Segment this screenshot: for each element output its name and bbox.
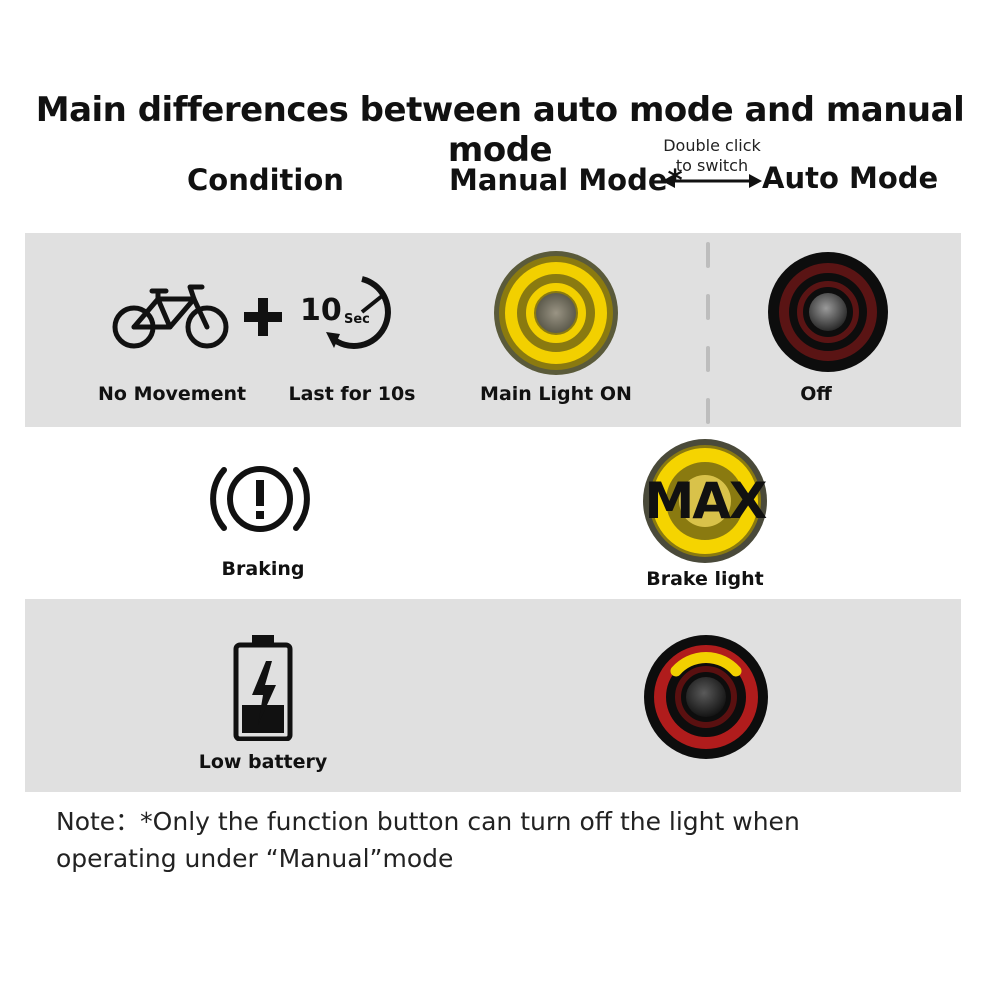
divider-dash (706, 398, 710, 424)
brake-light-icon: MAX (641, 438, 769, 564)
page-title: Main differences between auto mode and m… (35, 90, 965, 170)
brake-light-label: Brake light (646, 568, 764, 590)
timer-number: 10 (300, 293, 342, 328)
condition-header: Condition (187, 163, 344, 197)
auto-mode-header: Auto Mode (762, 161, 939, 195)
low-battery-label: Low battery (198, 751, 328, 773)
no-movement-label: No Movement (98, 383, 247, 405)
switch-hint-line2: to switch (675, 156, 749, 175)
manual-mode-header: Manual Mode* (449, 163, 683, 197)
braking-label: Braking (221, 558, 305, 580)
off-label: Off (800, 383, 832, 405)
double-arrow-icon (662, 174, 762, 188)
main-light-on-label: Main Light ON (480, 383, 632, 405)
divider-dash (706, 242, 710, 268)
switch-hint: Double click to switch (652, 136, 772, 176)
bicycle-icon (112, 284, 229, 349)
footnote-line1: Note：*Only the function button can turn … (56, 807, 800, 836)
low-battery-icon (233, 635, 293, 741)
main-light-on-icon (494, 251, 618, 375)
divider-dash (706, 346, 710, 372)
switch-hint-line1: Double click (663, 136, 761, 155)
last-for-label: Last for 10s (288, 383, 416, 405)
timer-unit: Sec (344, 312, 370, 327)
timer-icon: 10 Sec (300, 270, 400, 350)
light-off-icon (768, 252, 888, 372)
brake-warning-icon (210, 466, 310, 532)
footnote-line2: operating under “Manual”mode (56, 844, 454, 873)
low-battery-light-icon (644, 635, 768, 759)
max-text: MAX (644, 472, 767, 530)
divider-dash (706, 294, 710, 320)
row-low-battery (25, 599, 961, 792)
footnote: Note：*Only the function button can turn … (56, 803, 800, 877)
plus-icon (244, 298, 282, 336)
